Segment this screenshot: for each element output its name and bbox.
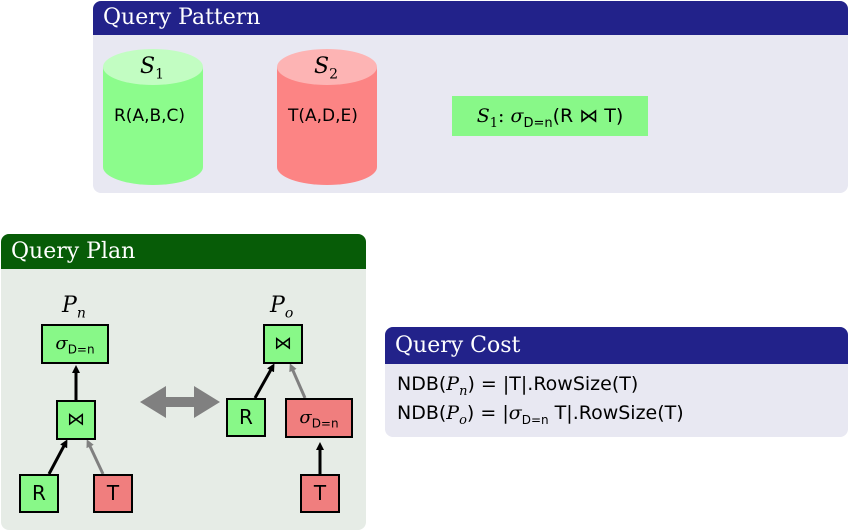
source-s1-relation: R(A,B,C) (114, 106, 186, 126)
pn-edge-t-to-join (86, 439, 105, 475)
pn-select-node: σD=n (41, 324, 109, 364)
source-s1-cylinder (103, 49, 203, 185)
query-pattern-title: Query Pattern (93, 1, 848, 35)
plan-pn-label: Pn (62, 293, 86, 322)
plan-po-label: Po (270, 293, 294, 322)
equivalence-arrow (140, 386, 220, 418)
po-edge-r-to-join (253, 363, 275, 399)
pn-join-node: ⋈ (56, 400, 96, 440)
po-r-node: R (226, 398, 266, 437)
query-expression: S1: σD=n(R ⋈ T) (452, 96, 648, 136)
po-join-node: ⋈ (263, 324, 303, 364)
query-cost-title: Query Cost (385, 327, 848, 364)
source-s2-label: S2 (314, 54, 338, 83)
query-pattern-block: Query Pattern (93, 1, 848, 193)
source-s2-relation: T(A,D,E) (288, 106, 358, 126)
pn-t-node: T (93, 474, 133, 513)
source-s2-cylinder (277, 49, 377, 185)
cost-line-po: NDB(Po) = |σD=n T|.RowSize(T) (397, 402, 684, 428)
pn-edge-r-to-join (47, 439, 68, 475)
pn-r-node: R (19, 474, 59, 513)
po-t-node: T (300, 474, 340, 513)
query-plan-title: Query Plan (1, 234, 366, 269)
cost-line-pn: NDB(Pn) = |T|.RowSize(T) (397, 373, 639, 399)
po-edge-select-to-join (289, 363, 307, 399)
po-select-node: σD=n (285, 398, 353, 438)
query-cost-block: Query Cost (385, 327, 848, 437)
source-s1-label: S1 (140, 54, 164, 83)
